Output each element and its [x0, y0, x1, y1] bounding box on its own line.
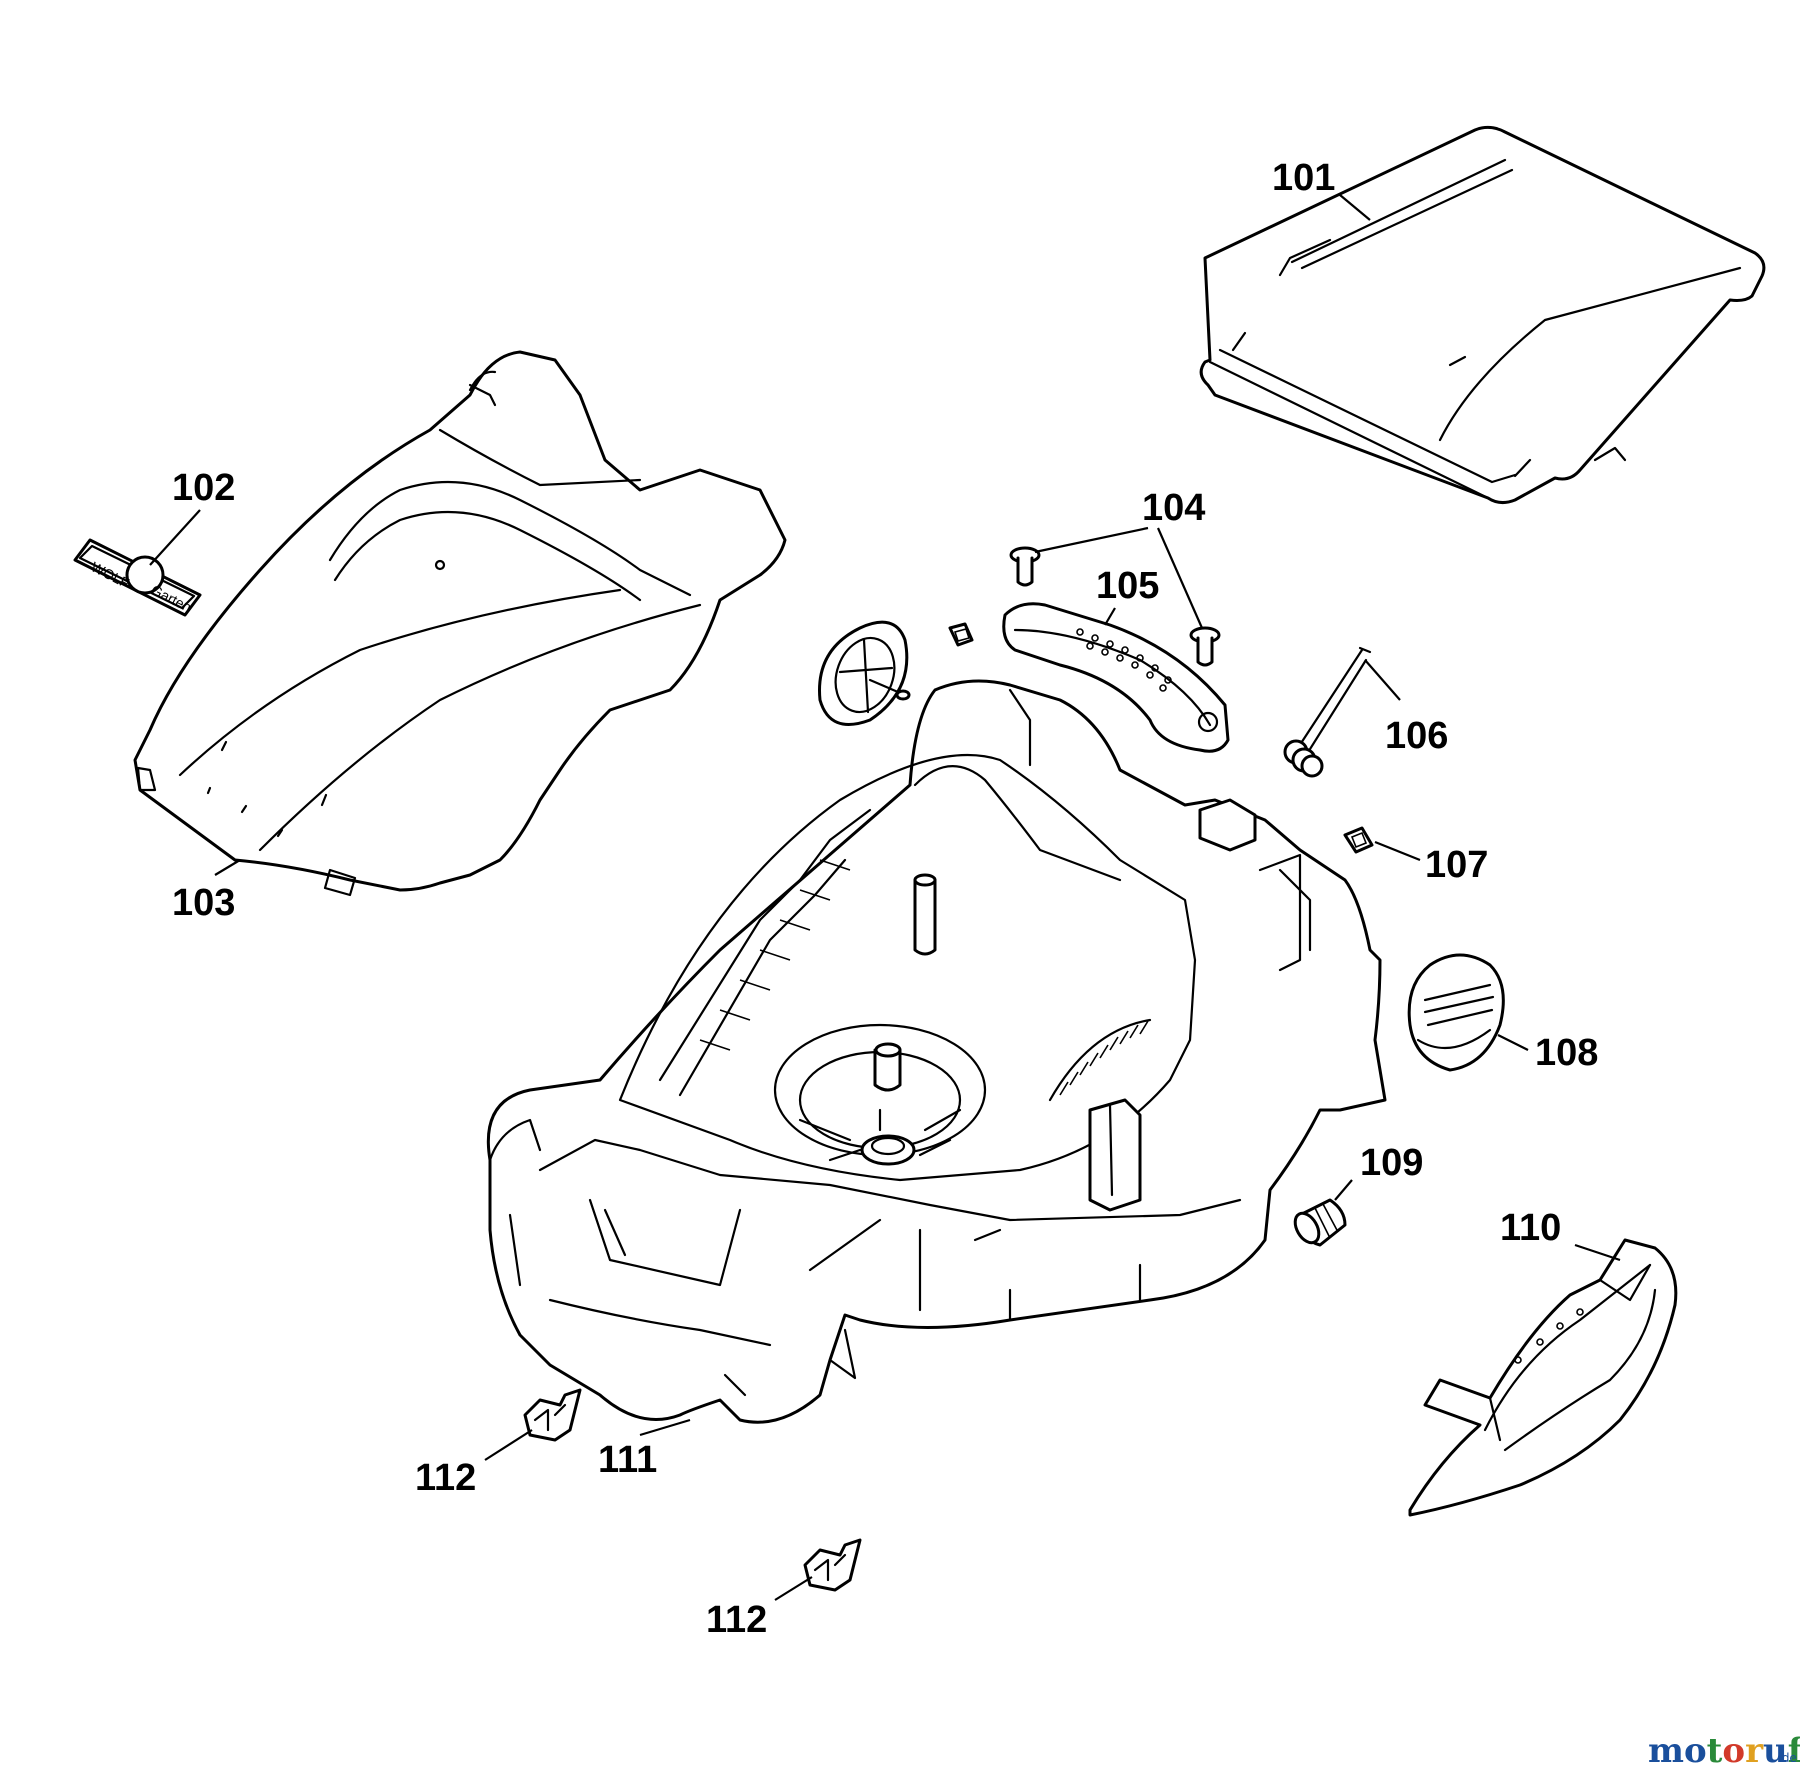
label-109: 109	[1360, 1142, 1423, 1184]
watermark-main: motoruf	[1648, 1731, 1800, 1771]
label-110: 110	[1500, 1207, 1561, 1249]
vent-holes	[1076, 628, 1172, 692]
label-112a: 112	[415, 1457, 476, 1499]
part-103-upper-cover	[133, 350, 787, 897]
watermark: motoruf .de	[1648, 1731, 1800, 1771]
label-108: 108	[1535, 1032, 1598, 1074]
part-labels: 101 102 103 104 105 106 107 108 109 110 …	[172, 157, 1598, 1641]
label-103: 103	[172, 882, 235, 924]
watermark-suffix: .de	[1778, 1751, 1797, 1765]
part-111-deck	[486, 679, 1387, 1424]
part-106-spring	[1283, 646, 1372, 778]
part-105-bracket	[1002, 602, 1230, 753]
part-102-logo-badge: WOLF Garten	[73, 538, 202, 617]
part-108-knob	[1407, 953, 1505, 1072]
part-110-rear-flap	[1408, 1238, 1678, 1517]
label-101: 101	[1272, 157, 1335, 199]
part-wheel-hub	[818, 620, 911, 726]
part-101-lid	[1199, 125, 1766, 505]
part-square-nut	[948, 622, 974, 647]
label-104: 104	[1142, 487, 1205, 529]
leader-lines	[149, 194, 1621, 1601]
label-105: 105	[1096, 565, 1159, 607]
part-104-screw-right	[1189, 626, 1221, 667]
label-102: 102	[172, 467, 235, 509]
part-104-screw-left	[1009, 546, 1041, 587]
part-109-bushing	[1293, 1198, 1347, 1247]
part-112-clip-upper	[523, 1388, 582, 1442]
part-107-nut	[1343, 826, 1374, 854]
part-112-clip-lower	[803, 1538, 862, 1592]
label-106: 106	[1385, 715, 1448, 757]
label-111: 111	[598, 1439, 657, 1481]
label-112b: 112	[706, 1599, 767, 1641]
label-107: 107	[1425, 844, 1488, 886]
